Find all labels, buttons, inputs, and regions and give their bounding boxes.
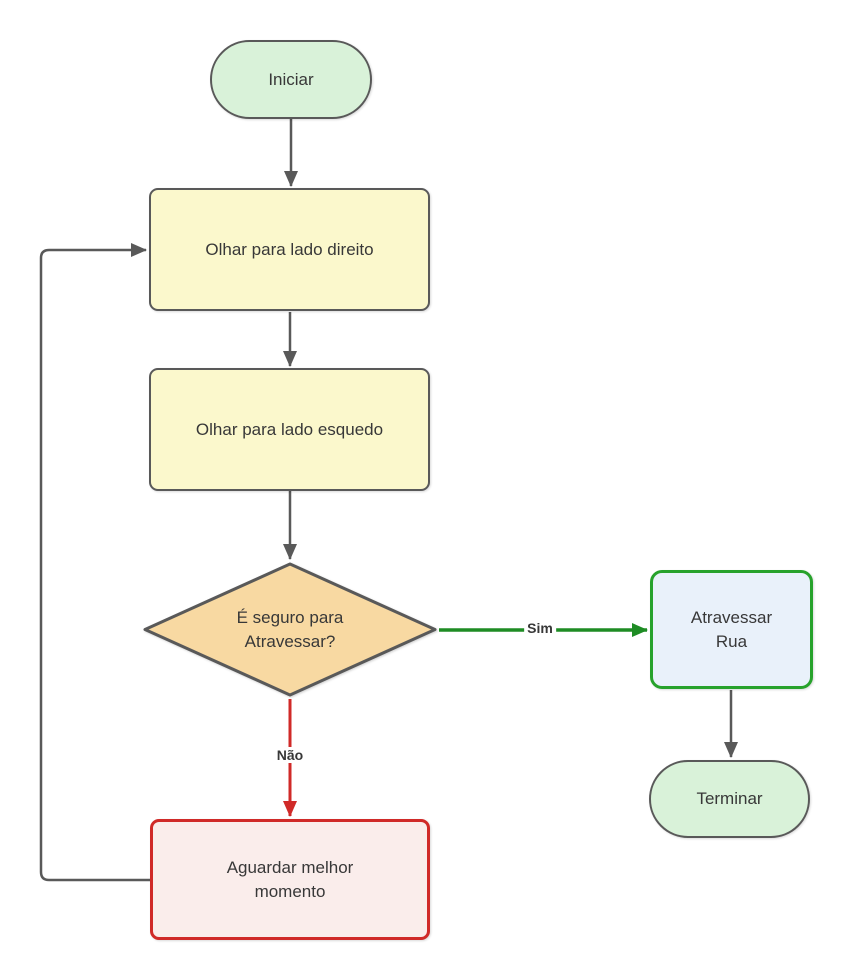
node-decision-diamond: É seguro para Atravessar?	[142, 561, 438, 698]
node-end-label: Terminar	[696, 789, 763, 809]
edge-label-sim: Sim	[524, 620, 556, 636]
edge-label-nao: Não	[273, 747, 307, 763]
node-look-left-label: Olhar para lado esquedo	[195, 419, 384, 439]
node-wait-label: Aguardar melhor momento	[226, 857, 354, 901]
node-wait: Aguardar melhor momento	[150, 819, 430, 940]
node-start-label: Iniciar	[268, 69, 314, 89]
node-end-terminal: Terminar	[649, 760, 810, 838]
node-look-right: Olhar para lado direito	[149, 188, 430, 311]
edge-wait-loop-to-look-right	[39, 243, 150, 882]
decision-diamond-shape	[143, 562, 437, 697]
node-start-terminal: Iniciar	[210, 40, 372, 119]
node-look-left: Olhar para lado esquedo	[149, 368, 430, 491]
node-cross-street: Atravessar Rua	[650, 570, 813, 689]
node-decision-label: É seguro para Atravessar?	[236, 607, 344, 651]
node-cross-street-label: Atravessar Rua	[690, 607, 773, 651]
node-look-right-label: Olhar para lado direito	[205, 239, 374, 259]
